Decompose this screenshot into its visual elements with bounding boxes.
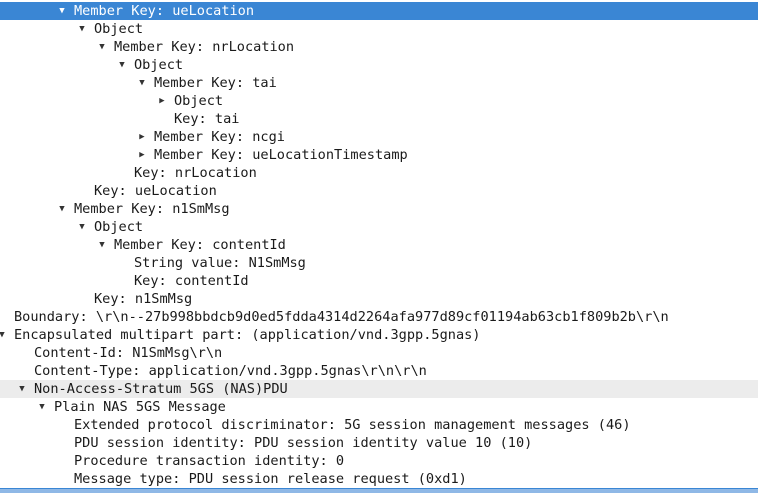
expand-arrow-down-icon[interactable]: ▼ bbox=[19, 384, 25, 394]
tree-row[interactable]: ▼ Encapsulated multipart part: (applicati… bbox=[0, 326, 758, 344]
tree-row[interactable]: ▼ Object bbox=[0, 56, 758, 74]
tree-row[interactable]: ▶ Object bbox=[0, 92, 758, 110]
tree-row[interactable]: ▶ Member Key: ncgi bbox=[0, 128, 758, 146]
expand-arrow-down-icon[interactable]: ▼ bbox=[99, 240, 105, 250]
tree-row[interactable]: Procedure transaction identity: 0 bbox=[0, 452, 758, 470]
tree-row[interactable]: Key: contentId bbox=[0, 272, 758, 290]
collapse-arrow-right-icon[interactable]: ▶ bbox=[159, 96, 165, 106]
tree-row-label: Extended protocol discriminator: 5G sess… bbox=[74, 417, 631, 433]
expand-arrow-down-icon[interactable]: ▼ bbox=[99, 42, 105, 52]
tree-row-label: Member Key: nrLocation bbox=[114, 39, 295, 55]
tree-row-label: Key: contentId bbox=[134, 273, 249, 289]
expand-arrow-down-icon[interactable]: ▼ bbox=[59, 204, 65, 214]
tree-row[interactable]: Content-Type: application/vnd.3gpp.5gnas… bbox=[0, 362, 758, 380]
tree-row[interactable]: Content-Id: N1SmMsg\r\n bbox=[0, 344, 758, 362]
tree-row[interactable]: Key: n1SmMsg bbox=[0, 290, 758, 308]
tree-row-label: Member Key: tai bbox=[154, 75, 277, 91]
tree-row[interactable]: ▼ Object bbox=[0, 218, 758, 236]
tree-row-label: Member Key: contentId bbox=[114, 237, 286, 253]
packet-bytes-pane-edge bbox=[0, 488, 758, 493]
tree-row-label: Message type: PDU session release reques… bbox=[74, 471, 467, 487]
tree-row-label: Non-Access-Stratum 5GS (NAS)PDU bbox=[34, 381, 288, 397]
tree-row[interactable]: ▼ Non-Access-Stratum 5GS (NAS)PDU bbox=[0, 380, 758, 398]
expand-arrow-down-icon[interactable]: ▼ bbox=[119, 60, 125, 70]
tree-row-label: Member Key: ueLocation bbox=[74, 3, 255, 19]
tree-row-label: Key: nrLocation bbox=[134, 165, 257, 181]
tree-row[interactable]: PDU session identity: PDU session identi… bbox=[0, 434, 758, 452]
expand-arrow-down-icon[interactable]: ▼ bbox=[139, 78, 145, 88]
tree-row-label: PDU session identity: PDU session identi… bbox=[74, 435, 533, 451]
tree-row[interactable]: String value: N1SmMsg bbox=[0, 254, 758, 272]
tree-row[interactable]: Message type: PDU session release reques… bbox=[0, 470, 758, 488]
tree-row[interactable]: ▼ Plain NAS 5GS Message bbox=[0, 398, 758, 416]
tree-row-label: Object bbox=[134, 57, 184, 73]
tree-row-label: Boundary: \r\n--27b998bbdcb9d0ed5fdda431… bbox=[14, 309, 669, 325]
tree-row-label: Member Key: ncgi bbox=[154, 129, 285, 145]
expand-arrow-down-icon[interactable]: ▼ bbox=[39, 402, 45, 412]
expand-arrow-down-icon[interactable]: ▼ bbox=[79, 222, 85, 232]
expand-arrow-down-icon[interactable]: ▼ bbox=[79, 24, 85, 34]
tree-row-label: Member Key: ueLocationTimestamp bbox=[154, 147, 408, 163]
tree-row[interactable]: ▶ Member Key: ueLocationTimestamp bbox=[0, 146, 758, 164]
tree-row-label: Content-Id: N1SmMsg\r\n bbox=[34, 345, 223, 361]
tree-row-label: Object bbox=[94, 219, 144, 235]
tree-row-label: String value: N1SmMsg bbox=[134, 255, 306, 271]
tree-row[interactable]: ▼ Member Key: ueLocation bbox=[0, 2, 758, 20]
tree-row-label: Plain NAS 5GS Message bbox=[54, 399, 226, 415]
tree-row-label: Key: tai bbox=[174, 111, 240, 127]
tree-row-label: Content-Type: application/vnd.3gpp.5gnas… bbox=[34, 363, 427, 379]
tree-row-label: Procedure transaction identity: 0 bbox=[74, 453, 345, 469]
tree-row[interactable]: ▼ Member Key: contentId bbox=[0, 236, 758, 254]
tree-row[interactable]: ▼ Member Key: nrLocation bbox=[0, 38, 758, 56]
tree-row[interactable]: Key: tai bbox=[0, 110, 758, 128]
collapse-arrow-right-icon[interactable]: ▶ bbox=[139, 132, 145, 142]
tree-row-label: Member Key: n1SmMsg bbox=[74, 201, 230, 217]
tree-row[interactable]: ▼ Member Key: n1SmMsg bbox=[0, 200, 758, 218]
tree-row-label: Object bbox=[174, 93, 224, 109]
tree-row-label: Key: n1SmMsg bbox=[94, 291, 193, 307]
tree-row[interactable]: Boundary: \r\n--27b998bbdcb9d0ed5fdda431… bbox=[0, 308, 758, 326]
collapse-arrow-right-icon[interactable]: ▶ bbox=[139, 150, 145, 160]
tree-row[interactable]: Key: ueLocation bbox=[0, 182, 758, 200]
tree-row[interactable]: ▼ Member Key: tai bbox=[0, 74, 758, 92]
tree-row[interactable]: ▼ Object bbox=[0, 20, 758, 38]
expand-arrow-down-icon[interactable]: ▼ bbox=[59, 6, 65, 16]
tree-row[interactable]: Key: nrLocation bbox=[0, 164, 758, 182]
tree-row-label: Object bbox=[94, 21, 144, 37]
tree-row-label: Encapsulated multipart part: (applicatio… bbox=[14, 327, 481, 343]
tree-row[interactable]: Extended protocol discriminator: 5G sess… bbox=[0, 416, 758, 434]
expand-arrow-down-icon[interactable]: ▼ bbox=[0, 330, 5, 340]
tree-row-label: Key: ueLocation bbox=[94, 183, 217, 199]
